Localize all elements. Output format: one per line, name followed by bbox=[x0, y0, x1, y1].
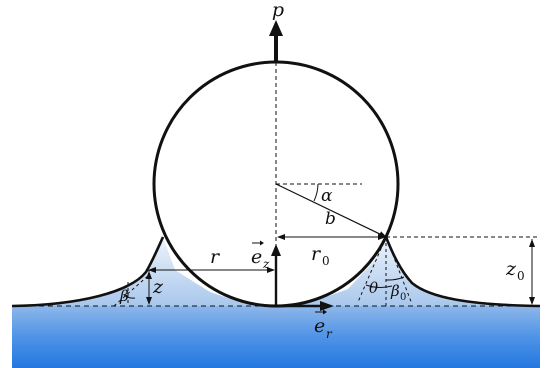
svg-text:r: r bbox=[311, 243, 322, 265]
unit-vector-ez-arrowhead bbox=[271, 244, 281, 256]
label-er: e r bbox=[314, 309, 333, 341]
svg-text:β: β bbox=[390, 282, 400, 300]
label-beta: β bbox=[119, 287, 129, 305]
svg-text:e: e bbox=[314, 315, 325, 337]
svg-text:r: r bbox=[326, 327, 333, 341]
unit-vector-er-arrowhead bbox=[320, 301, 334, 311]
label-beta0: β 0 bbox=[390, 282, 406, 303]
force-p-arrowhead bbox=[269, 20, 283, 36]
label-p: p bbox=[272, 0, 284, 21]
alpha-arc bbox=[313, 183, 319, 202]
label-theta: θ bbox=[369, 279, 378, 297]
svg-text:0: 0 bbox=[517, 269, 525, 283]
label-z0: z 0 bbox=[505, 258, 525, 283]
label-r: r bbox=[210, 246, 221, 268]
radius-b-line bbox=[275, 183, 387, 238]
svg-text:z: z bbox=[505, 258, 517, 280]
label-z: z bbox=[152, 276, 164, 298]
svg-text:z: z bbox=[262, 257, 270, 271]
beta-arc bbox=[123, 294, 136, 299]
theta-arc bbox=[365, 284, 393, 288]
svg-text:0: 0 bbox=[400, 292, 406, 303]
label-r0: r 0 bbox=[311, 243, 330, 268]
svg-text:0: 0 bbox=[322, 254, 330, 268]
label-alpha: α bbox=[321, 186, 333, 206]
liquid-bath bbox=[12, 306, 540, 368]
label-b: b bbox=[325, 209, 336, 229]
meniscus-right-curve bbox=[384, 236, 541, 308]
beta-tangent-dashed bbox=[113, 273, 151, 307]
meniscus-right-fill bbox=[276, 237, 540, 306]
label-ez: e z bbox=[251, 240, 270, 271]
meniscus-left-curve bbox=[11, 236, 165, 308]
beta0-arc bbox=[385, 276, 405, 281]
svg-text:e: e bbox=[251, 246, 262, 268]
meniscus-left-fill bbox=[12, 237, 276, 306]
